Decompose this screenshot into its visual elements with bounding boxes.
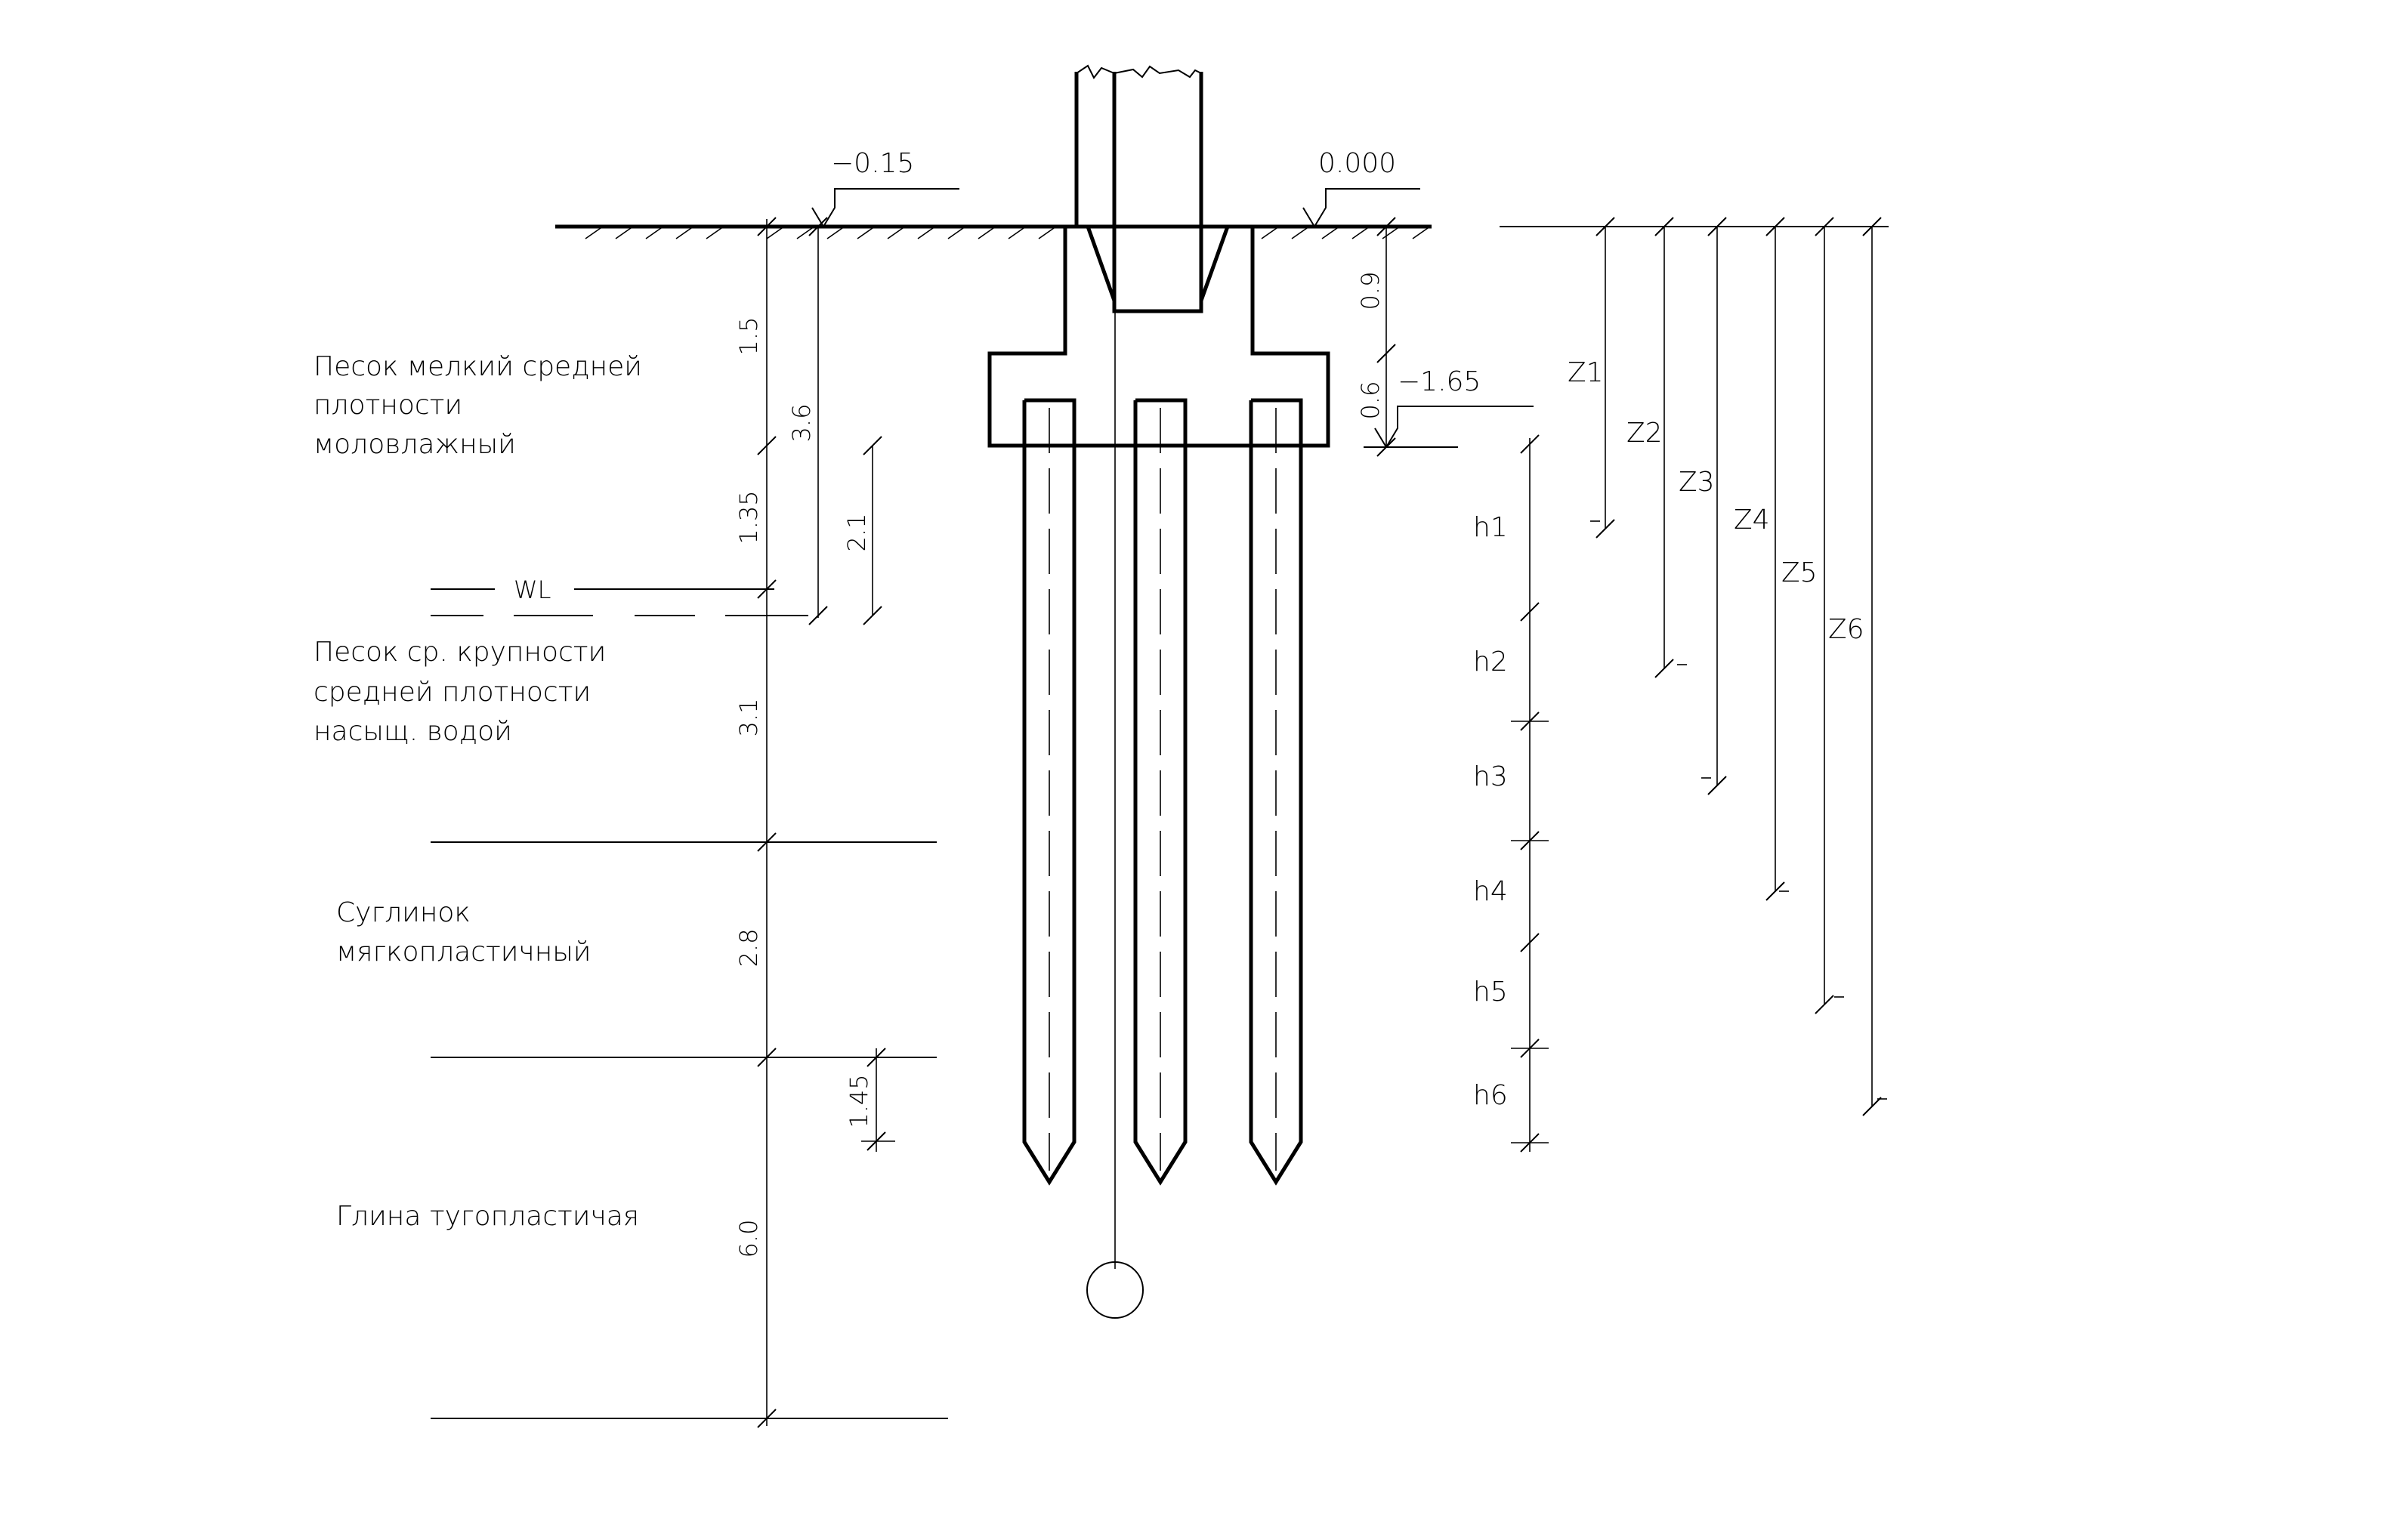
elevation-mark-left: −0.15 bbox=[811, 148, 959, 227]
water-level-label: WL bbox=[514, 576, 551, 604]
svg-text:мягкопластичный: мягкопластичный bbox=[336, 937, 591, 968]
svg-text:средней плотности: средней плотности bbox=[314, 677, 591, 708]
label-h2: h2 bbox=[1473, 647, 1508, 677]
svg-text:моловлажный: моловлажный bbox=[314, 429, 516, 460]
dimension-2-1: 2.1 bbox=[842, 436, 882, 625]
ground-surface bbox=[555, 224, 1432, 239]
elevation-base-label: −1.65 bbox=[1398, 366, 1481, 397]
elevation-left-label: −0.15 bbox=[831, 148, 914, 179]
label-h6: h6 bbox=[1473, 1080, 1508, 1111]
elevation-right-label: 0.000 bbox=[1318, 148, 1396, 179]
svg-text:Глина тугопластичая: Глина тугопластичая bbox=[336, 1201, 639, 1232]
label-h5: h5 bbox=[1473, 977, 1508, 1008]
svg-text:Песок мелкий средней: Песок мелкий средней bbox=[314, 351, 642, 382]
label-z1: Z1 bbox=[1568, 357, 1604, 388]
svg-text:0.9: 0.9 bbox=[1356, 272, 1385, 310]
dim-6-0: 6.0 bbox=[734, 1220, 763, 1258]
sublayer-dimension-chain: h1 h2 h3 h4 h5 h6 bbox=[1473, 434, 1549, 1153]
depth-marks: Z1 Z2 Z3 Z4 Z5 Z6 bbox=[1500, 217, 1889, 1116]
elevation-mark-right: 0.000 bbox=[1302, 148, 1420, 227]
dimension-chain-main: 1.5 1.35 3.1 2.8 6.0 bbox=[734, 217, 777, 1428]
column bbox=[1074, 64, 1203, 311]
svg-text:2.1: 2.1 bbox=[842, 514, 871, 552]
soil-layer-4-description: Глина тугопластичая bbox=[336, 1201, 639, 1232]
svg-text:плотности: плотности bbox=[314, 390, 462, 421]
label-h3: h3 bbox=[1473, 761, 1508, 792]
pile-center bbox=[1133, 398, 1188, 1186]
elevation-mark-base: −1.65 bbox=[1364, 366, 1534, 448]
label-z3: Z3 bbox=[1679, 467, 1715, 498]
svg-text:Песок ср. крупности: Песок ср. крупности bbox=[314, 637, 606, 668]
svg-text:3.6: 3.6 bbox=[787, 404, 816, 443]
svg-text:0.6: 0.6 bbox=[1356, 381, 1385, 420]
svg-text:Суглинок: Суглинок bbox=[336, 897, 471, 928]
dimension-3-6: 3.6 bbox=[787, 217, 828, 625]
pile-left bbox=[1022, 398, 1077, 1186]
soil-layer-1-description: Песок мелкий средней плотности моловлажн… bbox=[314, 351, 642, 460]
dim-1-5: 1.5 bbox=[734, 317, 763, 356]
svg-text:насыщ. водой: насыщ. водой bbox=[314, 716, 512, 747]
label-z4: Z4 bbox=[1734, 505, 1770, 535]
pile-right bbox=[1249, 398, 1303, 1186]
label-h1: h1 bbox=[1473, 512, 1508, 543]
label-z5: Z5 bbox=[1781, 557, 1818, 588]
soil-layer-3-description: Суглинок мягкопластичный bbox=[336, 897, 591, 968]
dim-1-35: 1.35 bbox=[734, 490, 763, 544]
dim-2-8: 2.8 bbox=[734, 929, 763, 968]
pile-cap-socket bbox=[987, 224, 1330, 448]
center-axis bbox=[1086, 311, 1144, 1319]
dimension-0-9-0-6: 0.9 0.6 bbox=[1356, 217, 1396, 457]
label-z6: Z6 bbox=[1828, 614, 1864, 645]
soil-layer-2-description: Песок ср. крупности средней плотности на… bbox=[314, 637, 606, 747]
soil-boundaries bbox=[431, 588, 948, 1419]
label-z2: Z2 bbox=[1626, 418, 1663, 449]
dimension-1-45: 1.45 bbox=[845, 1048, 895, 1152]
dim-3-1: 3.1 bbox=[734, 699, 763, 737]
label-h4: h4 bbox=[1473, 876, 1508, 907]
svg-text:1.45: 1.45 bbox=[845, 1074, 873, 1128]
